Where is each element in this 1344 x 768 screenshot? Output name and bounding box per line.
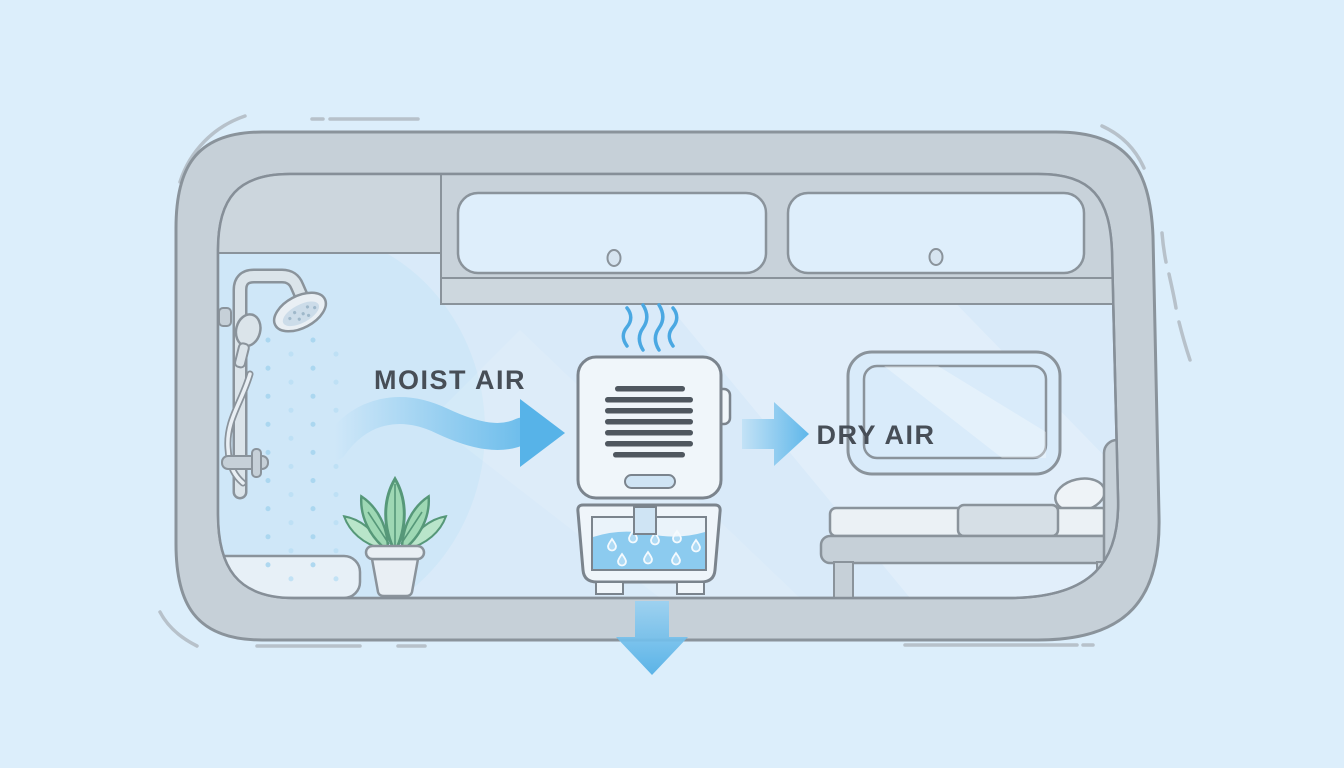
cabinet-door-right	[786, 191, 1086, 275]
dehumidifier-body	[576, 355, 723, 500]
dry-air-label: DRY AIR	[816, 420, 935, 450]
water-tank-icon	[576, 503, 722, 595]
window-icon	[846, 350, 1062, 476]
shower-valve-handle	[251, 448, 262, 478]
hand-shower-icon	[234, 313, 262, 369]
speed-dashes	[158, 114, 1192, 648]
plant-icon	[338, 477, 452, 598]
cabinet-door-left	[456, 191, 768, 275]
interior-content: MOIST AIR DRY AIR	[218, 174, 1119, 598]
steam-icon	[621, 303, 679, 352]
bed-rail	[819, 534, 1119, 565]
cabinet-knob-left-icon	[606, 249, 622, 267]
dehumidifier-icon	[576, 355, 732, 500]
dehumidifier-grille	[605, 386, 693, 458]
shower-water-drops-icon	[265, 337, 339, 587]
moist-air-label: MOIST AIR	[374, 365, 526, 395]
tank-spout	[633, 506, 657, 535]
tank-water	[593, 531, 705, 569]
moist-air-arrow-icon	[320, 397, 565, 467]
blanket	[956, 503, 1060, 538]
drain-arrow-icon	[616, 601, 688, 675]
overhead-cabinet-icon	[440, 174, 1119, 305]
cabinet-knob-right-icon	[928, 248, 944, 266]
interior-edge	[216, 172, 1120, 600]
plant-pot	[370, 557, 420, 598]
dehumidifier-button	[624, 474, 676, 489]
wall-panel	[218, 174, 442, 254]
shower-head-icon	[272, 291, 328, 333]
bed-leg-left	[833, 561, 854, 598]
shower-icon	[218, 268, 328, 500]
tank-foot-right	[676, 581, 705, 595]
dry-air-arrow-icon	[742, 402, 809, 466]
tank-droplets-icon	[607, 529, 701, 567]
tank-foot-left	[595, 581, 624, 595]
